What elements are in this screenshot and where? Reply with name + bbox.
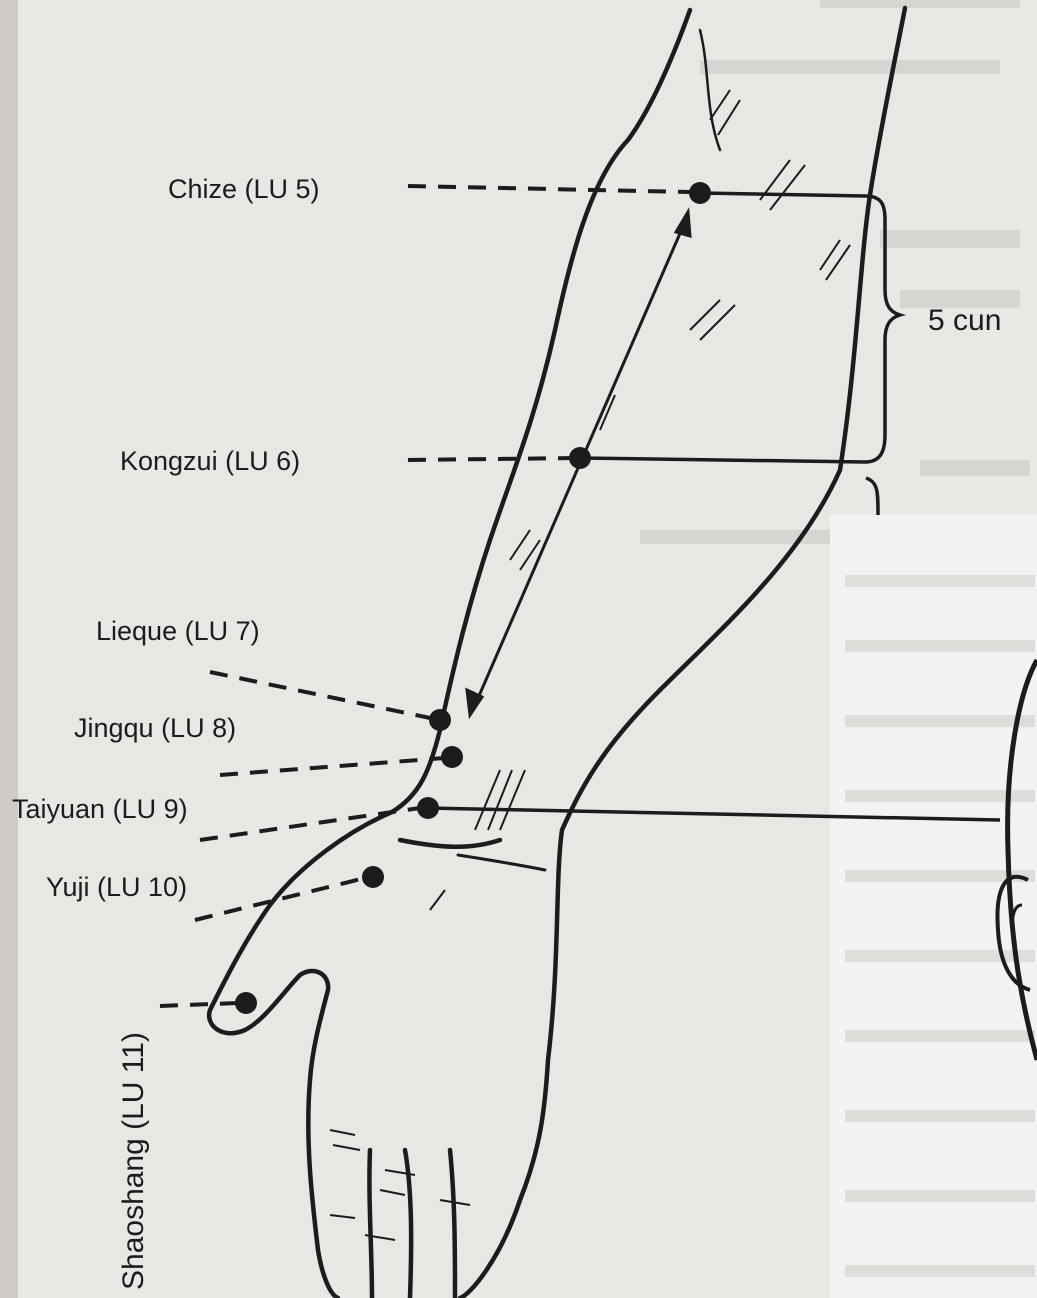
label-5-cun: 5 cun	[928, 304, 1001, 337]
point-kongzui	[569, 447, 591, 469]
adjacent-page-panel	[830, 515, 1037, 1298]
label-kongzui: Kongzui (LU 6)	[120, 446, 300, 476]
label-chize: Chize (LU 5)	[168, 174, 320, 204]
point-lieque	[429, 709, 451, 731]
label-taiyuan: Taiyuan (LU 9)	[12, 794, 188, 824]
point-yuji	[362, 866, 384, 888]
binding-shadow	[0, 0, 18, 1298]
point-taiyuan	[417, 797, 439, 819]
label-lieque: Lieque (LU 7)	[96, 616, 260, 646]
label-jingqu: Jingqu (LU 8)	[74, 713, 236, 743]
label-yuji: Yuji (LU 10)	[46, 872, 187, 902]
label-shaoshang: Shaoshang (LU 11)	[117, 1032, 150, 1290]
point-shaoshang	[235, 992, 257, 1014]
point-jingqu	[441, 746, 463, 768]
point-chize	[689, 182, 711, 204]
